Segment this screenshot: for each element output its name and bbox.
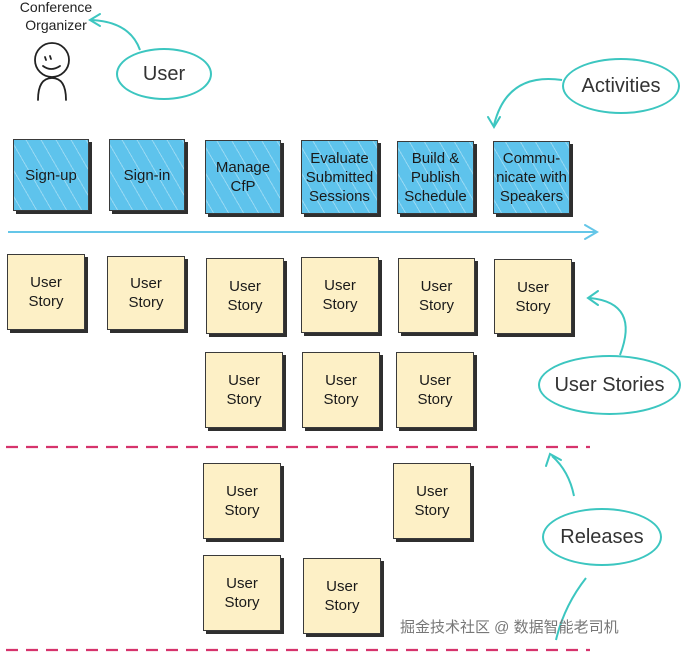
story-card: User Story — [107, 256, 185, 330]
user-figure-icon — [34, 42, 70, 101]
watermark-text: 掘金技术社区 @ 数据智能老司机 — [400, 619, 619, 636]
releases-bubble: Releases — [542, 508, 662, 566]
activity-label: Sign-up — [25, 166, 77, 184]
user-stories-bubble: User Stories — [538, 355, 681, 415]
activity-card-build-schedule: Build & Publish Schedule — [397, 141, 474, 214]
activity-label: Evaluate Submitted Sessions — [305, 149, 374, 205]
activity-card-sign-in: Sign-in — [109, 139, 185, 211]
activity-label: Sign-in — [123, 166, 171, 184]
user-role-line2: Organizer — [25, 17, 87, 33]
activity-card-manage-cfp: Manage CfP — [205, 140, 281, 214]
story-card: User Story — [393, 463, 471, 539]
story-card: User Story — [302, 352, 380, 428]
story-card: User Story — [206, 258, 284, 334]
story-card: User Story — [398, 258, 475, 333]
stories-arrow — [589, 297, 627, 356]
story-card: User Story — [203, 555, 281, 631]
activity-card-communicate-speakers: Commu- nicate with Speakers — [493, 141, 570, 214]
activities-bubble: Activities — [562, 58, 680, 114]
story-card: User Story — [301, 257, 379, 333]
user-role-label: Conference Organizer — [6, 0, 106, 34]
activity-card-sign-up: Sign-up — [13, 139, 89, 211]
user-role-line1: Conference — [19, 0, 93, 15]
story-card: User Story — [303, 558, 381, 634]
story-card: User Story — [7, 254, 85, 330]
user-arrow — [91, 19, 141, 51]
releases-arrow-down — [555, 577, 587, 641]
activity-label: Manage CfP — [215, 159, 271, 195]
story-card: User Story — [203, 463, 281, 539]
activity-label: Build & Publish Schedule — [404, 150, 467, 205]
story-card: User Story — [396, 352, 474, 428]
activity-card-evaluate-sessions: Evaluate Submitted Sessions — [301, 140, 378, 214]
activity-label: Commu- nicate with Speakers — [496, 150, 567, 205]
user-bubble: User — [116, 48, 212, 100]
releases-arrow-up — [551, 455, 575, 497]
story-card: User Story — [494, 259, 572, 334]
story-card: User Story — [205, 352, 283, 428]
activities-arrow — [493, 78, 563, 126]
